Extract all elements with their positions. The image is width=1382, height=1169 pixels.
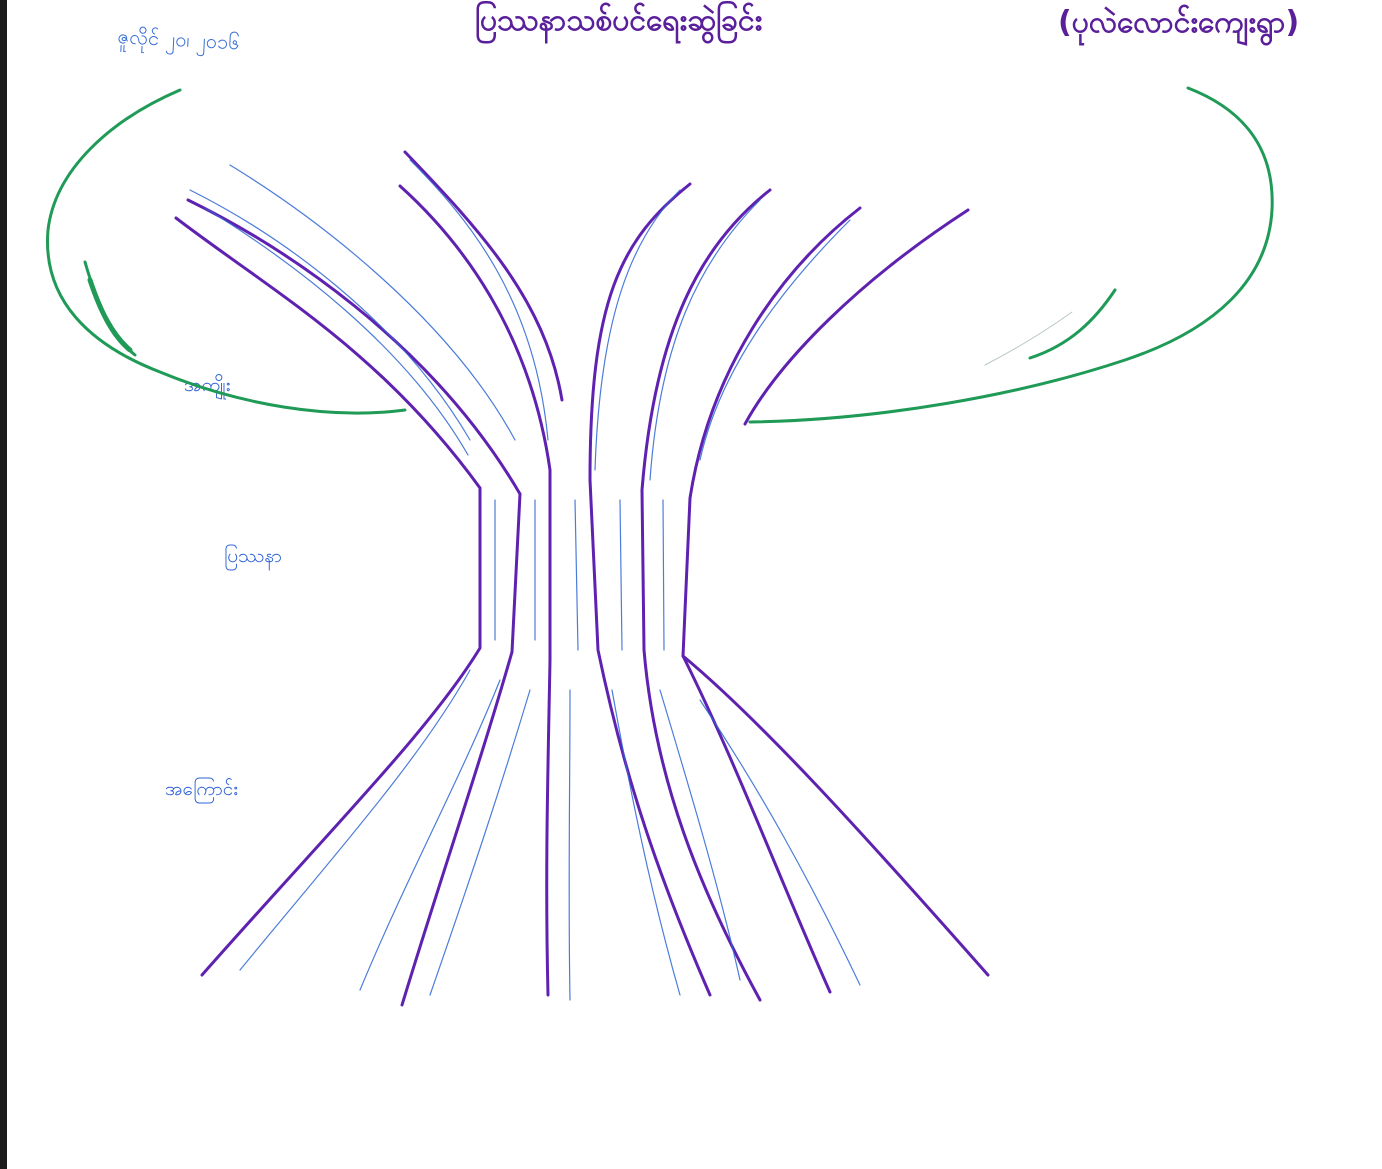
canopy-left-leaf <box>87 277 133 353</box>
note-scribble-19 <box>699 699 861 986</box>
problem-label: ပြဿနာ <box>224 545 282 567</box>
note-scribble-15 <box>429 689 531 996</box>
note-scribble-18 <box>659 689 741 981</box>
canopy <box>46 86 1274 424</box>
branch-1 <box>174 216 482 977</box>
canopy-right-pencil <box>984 311 1073 366</box>
handwritten-notes <box>189 159 861 1001</box>
root-right <box>681 654 990 977</box>
note-scribble-1 <box>189 189 471 441</box>
canopy-right-inner-stroke <box>1028 288 1117 360</box>
page-title: ပြဿနာသစ်ပင်ရေးဆွဲခြင်း <box>475 3 763 38</box>
trunk-inner-left <box>400 492 522 1007</box>
branch-7 <box>681 206 862 994</box>
note-scribble-7 <box>699 219 851 461</box>
branch-8 <box>743 208 970 426</box>
note-scribble-2 <box>204 207 469 456</box>
note-scribble-12 <box>662 499 665 651</box>
note-scribble-5 <box>594 189 681 471</box>
tree-outline <box>174 150 990 1007</box>
note-scribble-4 <box>409 159 549 441</box>
village-name: (ပုလဲလောင်းကျေးရွာ) <box>1058 5 1300 40</box>
note-scribble-6 <box>649 199 761 481</box>
scan-edge <box>0 0 7 1169</box>
note-scribble-16 <box>568 689 571 1001</box>
branch-4 <box>403 150 564 402</box>
note-scribble-10 <box>574 499 579 651</box>
branch-5 <box>588 182 712 997</box>
branch-6 <box>640 188 772 1002</box>
note-scribble-11 <box>619 499 623 651</box>
effects-label: အကျိုး <box>184 374 231 396</box>
canopy-left-outline <box>46 88 407 415</box>
note-scribble-17 <box>611 689 681 996</box>
note-scribble-14 <box>359 679 501 991</box>
canopy-left-inner-stroke <box>83 260 137 357</box>
branch-2 <box>186 198 522 496</box>
note-scribble-13 <box>239 669 471 971</box>
canopy-right-outline <box>748 86 1274 424</box>
note-scribble-3 <box>229 164 516 441</box>
causes-label: အကြောင်း <box>165 778 239 800</box>
branch-3 <box>398 184 552 997</box>
